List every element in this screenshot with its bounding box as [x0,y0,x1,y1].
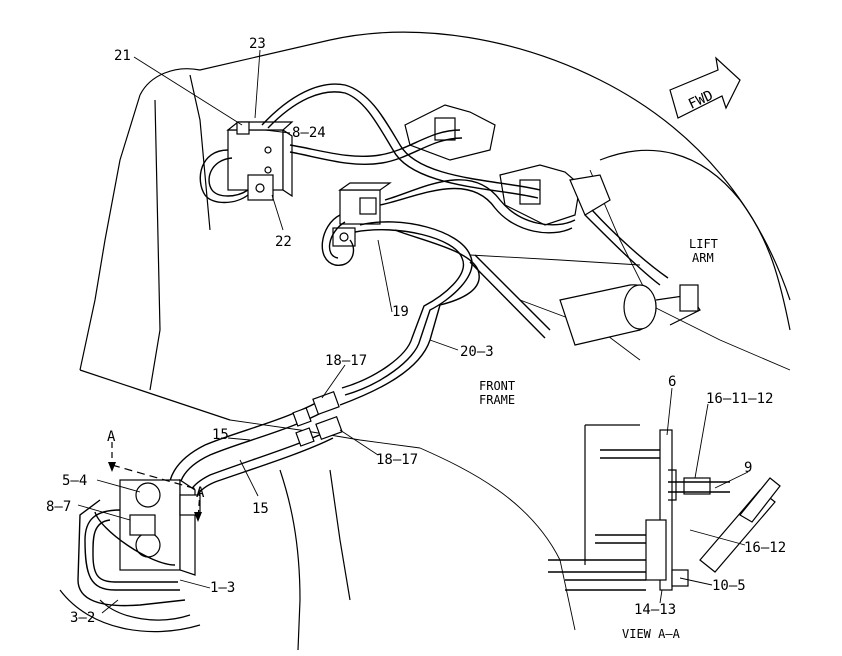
callout-leader-lines [77,49,749,614]
lift-arm-label-line2: ARM [692,251,714,265]
section-marker-a-left: A [107,429,116,445]
lift-arm-cylinder [559,284,701,346]
callout-8-7: 8–7 [46,499,71,515]
callout-15-bottom: 15 [252,501,269,517]
callout-8-24: 8–24 [292,125,326,141]
callout-6: 6 [668,374,676,390]
callout-22: 22 [275,234,292,250]
area-labels: LIFT ARM FRONT FRAME VIEW A–A A A [107,237,718,641]
lift-arm-label-line1: LIFT [689,237,718,251]
callout-5-4: 5–4 [62,473,87,489]
callout-labels: 21 23 8–24 22 19 20–3 18–17 18–17 15 15 … [46,36,786,626]
upper-clamp-brackets [404,104,611,226]
callout-19: 19 [392,304,409,320]
callout-18-17-top: 18–17 [325,353,367,369]
callout-21: 21 [114,48,131,64]
callout-23: 23 [249,36,266,52]
front-frame-label-line1: FRONT [479,379,515,393]
callout-18-17-bottom: 18–17 [376,452,418,468]
front-frame-label-line2: FRAME [479,393,515,407]
hose-couplings [292,390,343,447]
callout-14-13: 14–13 [634,602,676,618]
callout-15-top: 15 [212,427,229,443]
lower-valve-assembly [59,478,201,633]
fwd-arrow-icon: FWD [669,56,741,119]
valve-block-upper [199,121,294,204]
valve-block-middle [332,182,392,247]
section-marker-a-right: A [196,485,205,501]
callout-1-3: 1–3 [210,580,235,596]
callout-9: 9 [744,460,752,476]
section-a-a-indicator [108,442,202,522]
callout-20-3: 20–3 [460,344,494,360]
callout-16-12: 16–12 [744,540,786,556]
callout-10-5: 10–5 [712,578,746,594]
view-a-a-label: VIEW A–A [622,627,681,641]
callout-3-2: 3–2 [70,610,95,626]
view-a-a-detail [548,424,781,591]
callout-16-11-12: 16–11–12 [706,391,773,407]
